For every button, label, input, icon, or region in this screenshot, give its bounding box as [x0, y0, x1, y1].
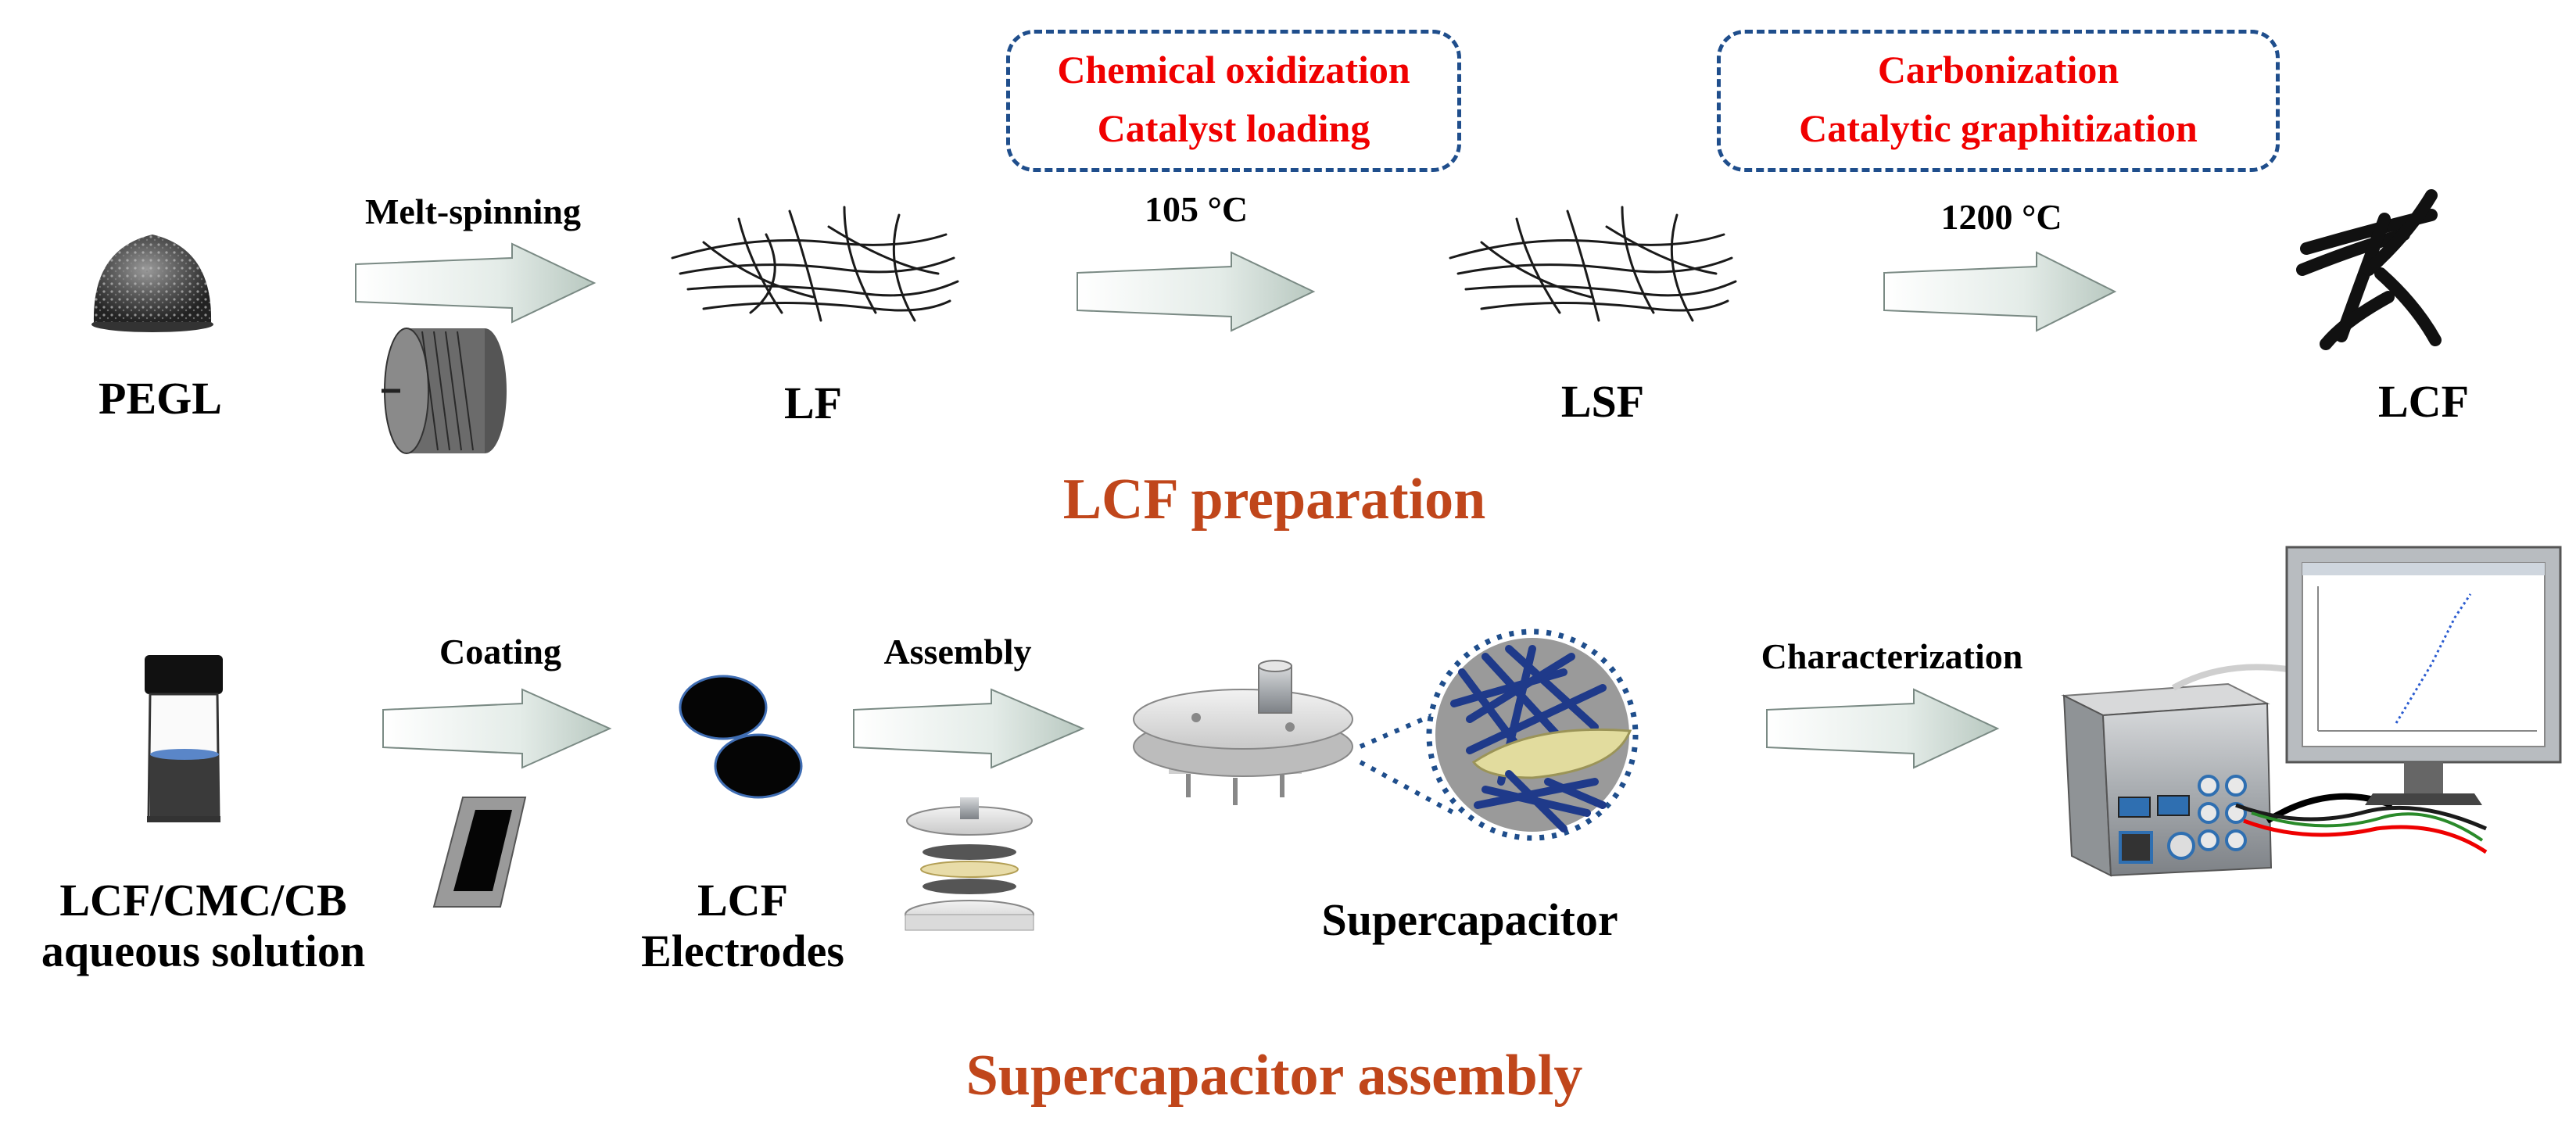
electrodes-line-1: LCF [697, 875, 788, 926]
fiber-tangle-icon [671, 206, 959, 322]
solution-vial-icon [145, 655, 223, 822]
lsf-label: LSF [1560, 376, 1645, 427]
solution-line-1: LCF/CMC/CB [59, 875, 347, 926]
carbonization-box [1717, 30, 2280, 172]
assembly-label: Assembly [883, 632, 1032, 671]
lcf-label: LCF [2378, 376, 2469, 427]
oxidization-box [1006, 30, 1461, 172]
spool-icon [382, 328, 507, 454]
arrow-assembly [853, 688, 1085, 769]
arrow-coating [382, 688, 612, 769]
fiber-tangle-icon [1449, 206, 1737, 322]
solution-line-2: aqueous solution [41, 925, 366, 976]
solution-label: LCF/CMC/CB aqueous solution [0, 875, 407, 977]
arrow-melt-spinning [355, 242, 597, 324]
coated-substrate-icon [432, 797, 527, 908]
supercapacitor-label: Supercapacitor [1321, 894, 1618, 945]
carbonization-line-1: Carbonization [1877, 48, 2119, 91]
electrodes-label: LCF Electrodes [602, 875, 883, 977]
carbon-fiber-icon [2296, 189, 2442, 350]
oxidation-temperature: 105 °C [1144, 189, 1249, 229]
melt-spinning-label: Melt-spinning [364, 192, 582, 231]
section-title-assembly: Supercapacitor assembly [966, 1044, 1583, 1108]
monitor-icon [2285, 546, 2562, 805]
carbonization-temperature: 1200 °C [1940, 197, 2062, 237]
section-title-preparation: LCF preparation [1062, 467, 1486, 532]
carbonization-step-text: Carbonization Catalytic graphitization [1717, 41, 2280, 158]
carbonization-line-2: Catalytic graphitization [1799, 106, 2198, 150]
electrodes-line-2: Electrodes [641, 925, 844, 976]
arrow-characterization [1766, 688, 2000, 769]
characterization-label: Characterization [1761, 636, 2023, 676]
magnified-view-icon [1359, 628, 1639, 841]
oxidization-line-1: Chemical oxidization [1057, 48, 1410, 91]
electrode-disc-icon [679, 675, 803, 799]
pegl-powder-icon [91, 235, 213, 332]
oxidization-step-text: Chemical oxidization Catalyst loading [1006, 41, 1461, 158]
arrow-carbonization [1883, 251, 2117, 332]
oxidization-line-2: Catalyst loading [1097, 106, 1370, 150]
arrow-oxidization [1077, 251, 1316, 332]
lf-label: LF [783, 378, 843, 428]
pegl-label: PEGL [99, 373, 222, 424]
electrochemical-workstation-icon [2061, 664, 2488, 877]
exploded-cell-icon [905, 797, 1034, 931]
supercapacitor-cell-icon [1133, 660, 1353, 805]
coating-label: Coating [439, 632, 561, 671]
